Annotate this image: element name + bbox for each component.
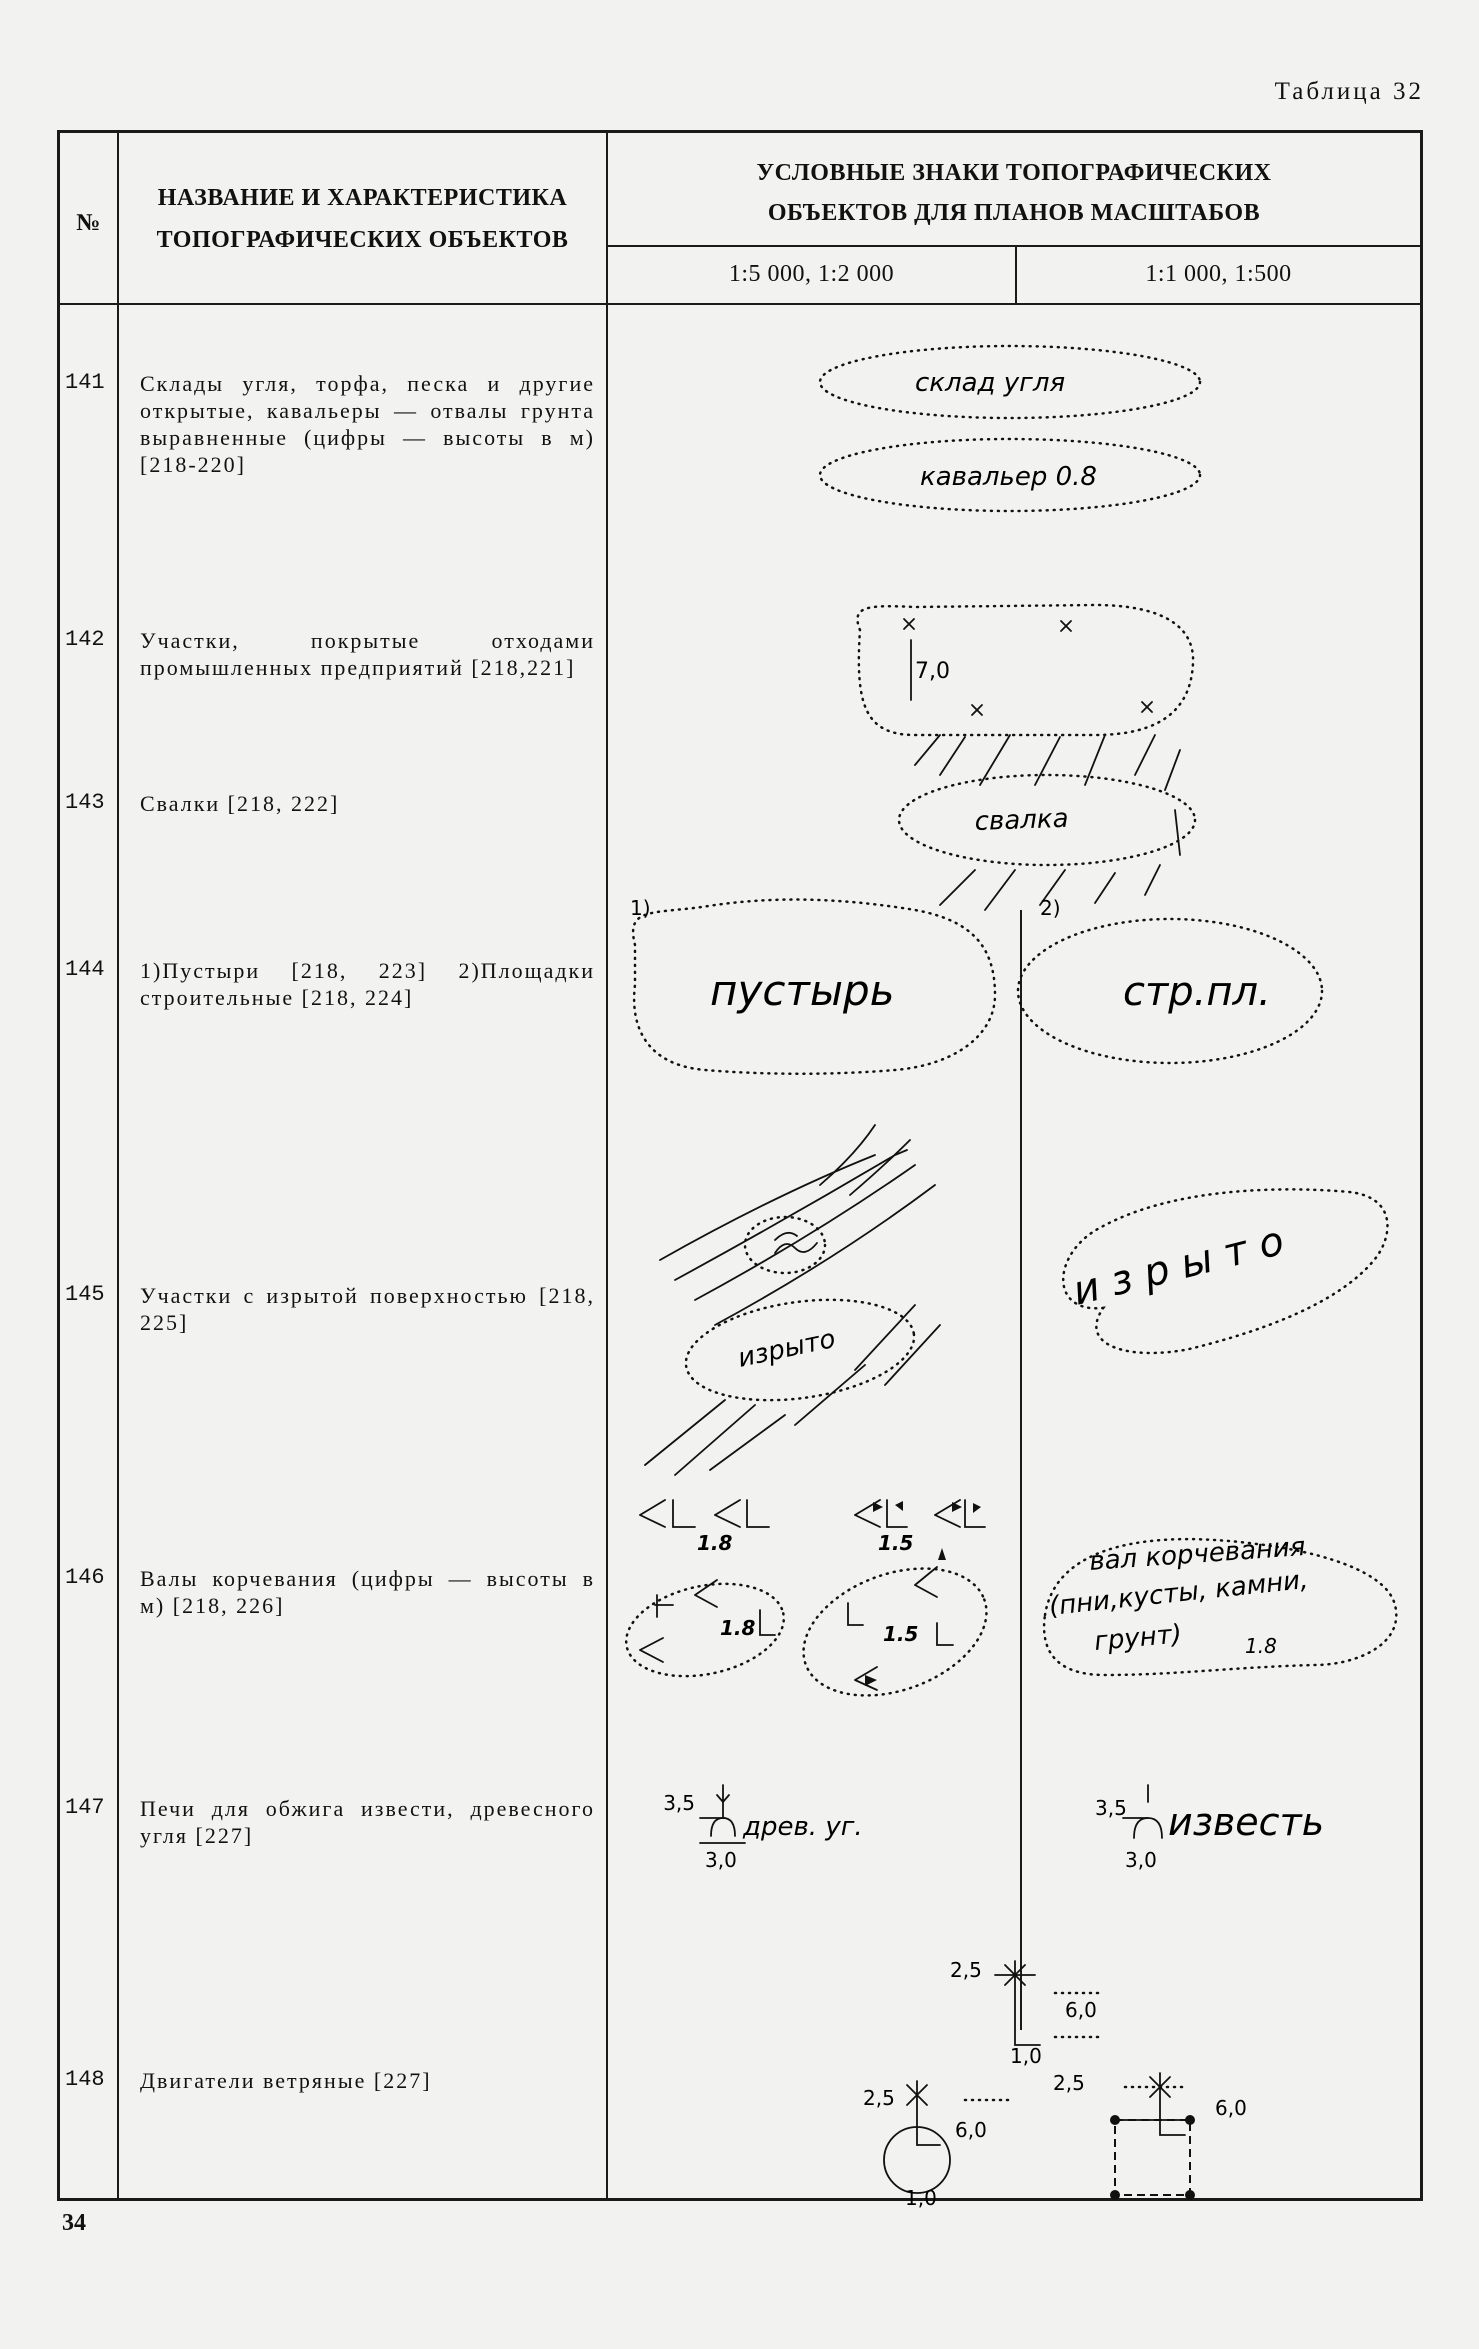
header-scale-b: 1:1 000, 1:500 [1145,261,1292,287]
wind-dim-5: 6,0 [955,2118,987,2142]
wasteland-outline [632,898,997,1075]
row-144-description: 1)Пустыри [218, 223] 2)Площадки строител… [140,958,595,1010]
dump-label: свалка [974,804,1069,837]
kiln-dim-4: 3,0 [1125,1848,1157,1872]
table-border-left [57,130,60,2201]
lime-kiln-label: известь [1168,1800,1324,1844]
table-border-bottom [57,2198,1423,2201]
root-bank-label-3: грунт) [1093,1619,1183,1657]
root-bank-large-outline [1042,1537,1398,1677]
wasteland-label: пустырь [710,966,894,1015]
waste-height-label: 7,0 [915,659,950,684]
construction-site-label: стр.пл. [1123,969,1271,1015]
wind-engine-frame [1114,2119,1191,2196]
row-148-description: Двигатели ветряные [227] [140,2068,432,2093]
kiln-dim-2: 3,0 [705,1848,737,1872]
excavated-label: изрыто [735,1324,838,1374]
root-bank-label-2: (пни,кусты, камни, [1048,1565,1310,1622]
header-name-line2: ТОПОГРАФИЧЕСКИХ ОБЪЕКТОВ [156,227,569,253]
spoil-bank-label: кавальер 0.8 [920,462,1097,492]
table-border-top [57,130,1423,133]
row-145-number: 145 [65,1282,105,1307]
root-height-1: 1.8 [697,1531,733,1555]
coal-storage-label: склад угля [915,368,1065,398]
root-height-2: 1.5 [878,1531,913,1555]
column-divider-2 [606,130,608,2200]
construction-site-outline [1016,917,1324,1065]
header-symbols-line2: ОБЪЕКТОВ ДЛЯ ПЛАНОВ МАСШТАБОВ [767,200,1261,226]
row-142-description: Участки, покрытые отходами промышленных … [140,628,595,680]
table-name: Таблица 32 [1274,78,1424,105]
header-symbols-line1: УСЛОВНЫЕ ЗНАКИ ТОПОГРАФИЧЕСКИХ [756,160,1272,186]
row-146-description: Валы корчевания (цифры — высоты в м) [21… [140,1566,595,1618]
kiln-dim-1: 3,5 [663,1791,695,1815]
scale-row-divider [606,245,1423,247]
column-divider-1 [117,130,119,2200]
wasteland-number: 1) [630,896,651,920]
row-147-description: Печи для обжига извести, древесного угля… [140,1796,595,1848]
row-148-number: 148 [65,2067,105,2092]
root-height-3: 1.8 [720,1616,756,1640]
wind-dim-8: 6,0 [1215,2096,1247,2120]
industrial-waste-outline [856,603,1195,737]
root-bank-label-4: 1.8 [1245,1634,1277,1658]
root-bank-small-outline-1 [624,1582,786,1678]
excavated-outline [684,1298,916,1402]
row-147-number: 147 [65,1795,105,1820]
excavated-large-label: и з р ы т о [1068,1218,1288,1315]
header-name-line1: НАЗВАНИЕ И ХАРАКТЕРИСТИКА [157,185,568,211]
construction-number: 2) [1040,896,1061,920]
spoil-bank-outline [818,437,1202,513]
kiln-dim-3: 3,5 [1095,1796,1127,1820]
symbol-column-divider [1020,910,1022,2030]
header-scale-a: 1:5 000, 1:2 000 [728,261,895,287]
root-height-4: 1.5 [883,1622,918,1646]
charcoal-kiln-label: древ. уг. [742,1812,863,1842]
coal-storage-outline [818,344,1202,420]
row-143-description: Свалки [218, 222] [140,791,340,816]
scale-column-divider [1015,245,1017,304]
row-143-number: 143 [65,790,105,815]
excavated-large-outline [1061,1188,1389,1355]
wind-dim-4: 2,5 [863,2086,895,2110]
root-bank-small-outline-2 [802,1567,988,1697]
table-border-right [1420,130,1423,2201]
dump-outline [897,773,1197,867]
header-no: № [76,210,101,236]
row-146-number: 146 [65,1565,105,1590]
header-divider [57,303,1423,305]
row-144-number: 144 [65,957,105,982]
page-number: 34 [62,2210,86,2236]
row-141-number: 141 [65,370,105,395]
row-145-description: Участки с изрытой поверхностью [218, 225… [140,1283,595,1335]
wind-dim-7: 2,5 [1053,2071,1085,2095]
row-142-number: 142 [65,627,105,652]
symbols-drawing: склад угля кавальер 0.8 7,0 свалка 1) 2)… [624,344,1398,2210]
wind-dim-1: 2,5 [950,1958,982,1982]
wind-dim-2: 6,0 [1065,1998,1097,2022]
wind-dim-6: 1,0 [905,2186,937,2210]
excavated-small-outline [743,1215,827,1275]
row-141-description: Склады угля, торфа, песка и другие откры… [140,371,595,477]
wind-dim-3: 1,0 [1010,2044,1042,2068]
